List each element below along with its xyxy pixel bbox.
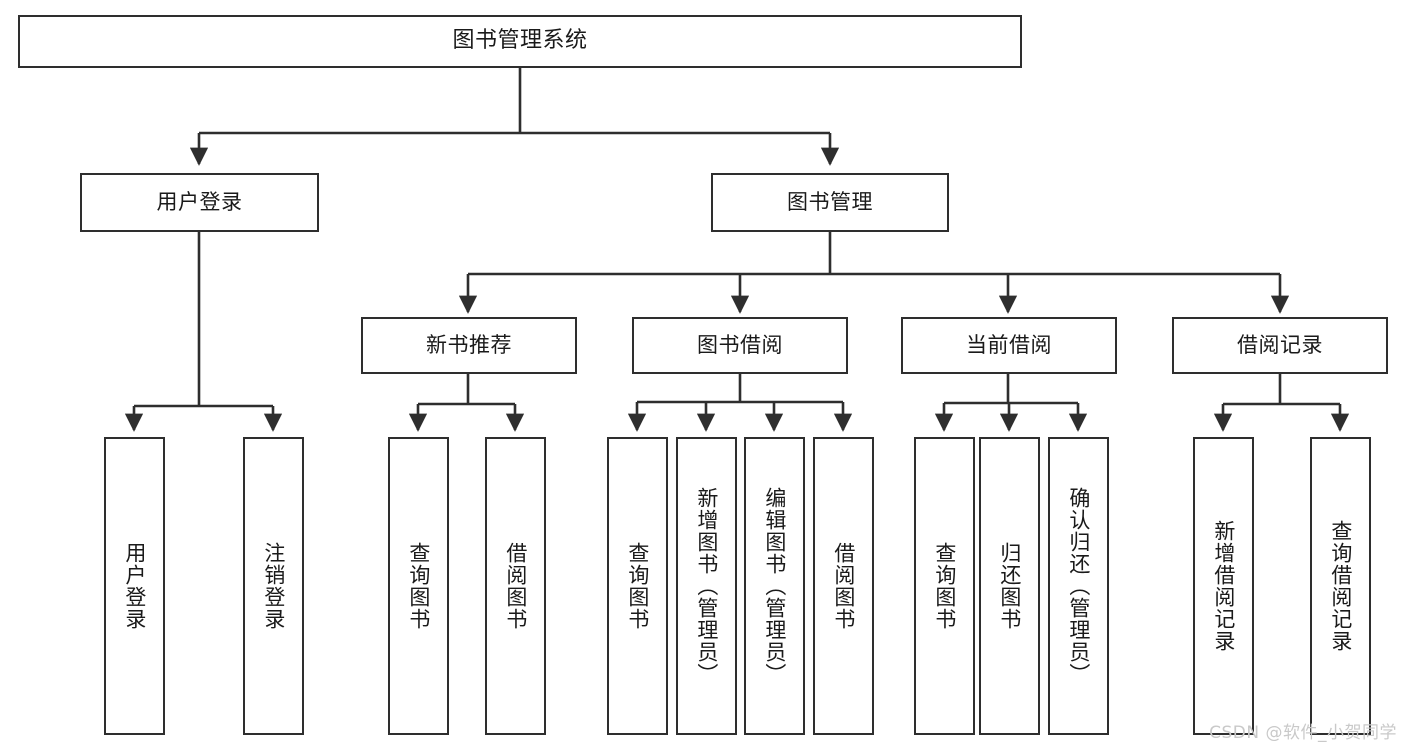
leaf-user-login-logout[interactable]: 注销登录 (243, 437, 304, 735)
leaf-borrow-borrow-book[interactable]: 借阅图书 (813, 437, 874, 735)
node-label: 归还图书 (997, 542, 1022, 630)
csdn-watermark: CSDN @软件_小贺同学 (1209, 723, 1397, 743)
node-label: 图书管理 (787, 189, 873, 214)
node-label: 用户登录 (156, 189, 243, 214)
node-label: 编辑图书（管理员） (762, 487, 787, 685)
node-label: 注销登录 (261, 542, 286, 630)
node-label: 查询图书 (406, 542, 431, 630)
node-label: 图书管理系统 (452, 28, 588, 54)
node-label: 借阅图书 (503, 542, 528, 630)
node-label: 新书推荐 (426, 332, 512, 357)
leaf-borrow-query-book[interactable]: 查询图书 (607, 437, 668, 735)
node-root-system[interactable]: 图书管理系统 (18, 15, 1022, 68)
leaf-current-return-book[interactable]: 归还图书 (979, 437, 1040, 735)
node-new-book-recommend[interactable]: 新书推荐 (361, 317, 577, 374)
leaf-user-login-login[interactable]: 用户登录 (104, 437, 165, 735)
node-label: 新增图书（管理员） (694, 487, 719, 685)
node-label: 借阅图书 (831, 542, 856, 630)
node-user-login[interactable]: 用户登录 (80, 173, 319, 232)
leaf-borrow-add-book[interactable]: 新增图书（管理员） (676, 437, 737, 735)
node-label: 用户登录 (122, 542, 147, 630)
leaf-borrow-edit-book[interactable]: 编辑图书（管理员） (744, 437, 805, 735)
node-label: 当前借阅 (966, 332, 1052, 357)
node-label: 借阅记录 (1237, 332, 1323, 357)
node-label: 查询图书 (625, 542, 650, 630)
leaf-current-query-book[interactable]: 查询图书 (914, 437, 975, 735)
leaf-current-confirm-return[interactable]: 确认归还（管理员） (1048, 437, 1109, 735)
leaf-record-query[interactable]: 查询借阅记录 (1310, 437, 1371, 735)
node-label: 查询图书 (932, 542, 957, 630)
node-label: 图书借阅 (697, 332, 783, 357)
leaf-new-book-borrow[interactable]: 借阅图书 (485, 437, 546, 735)
leaf-new-book-query[interactable]: 查询图书 (388, 437, 449, 735)
node-borrow-record[interactable]: 借阅记录 (1172, 317, 1388, 374)
node-book-management[interactable]: 图书管理 (711, 173, 949, 232)
node-label: 确认归还（管理员） (1066, 487, 1091, 685)
node-label: 新增借阅记录 (1211, 520, 1236, 652)
leaf-record-add[interactable]: 新增借阅记录 (1193, 437, 1254, 735)
node-book-borrow[interactable]: 图书借阅 (632, 317, 848, 374)
node-current-borrow[interactable]: 当前借阅 (901, 317, 1117, 374)
node-label: 查询借阅记录 (1328, 520, 1353, 652)
